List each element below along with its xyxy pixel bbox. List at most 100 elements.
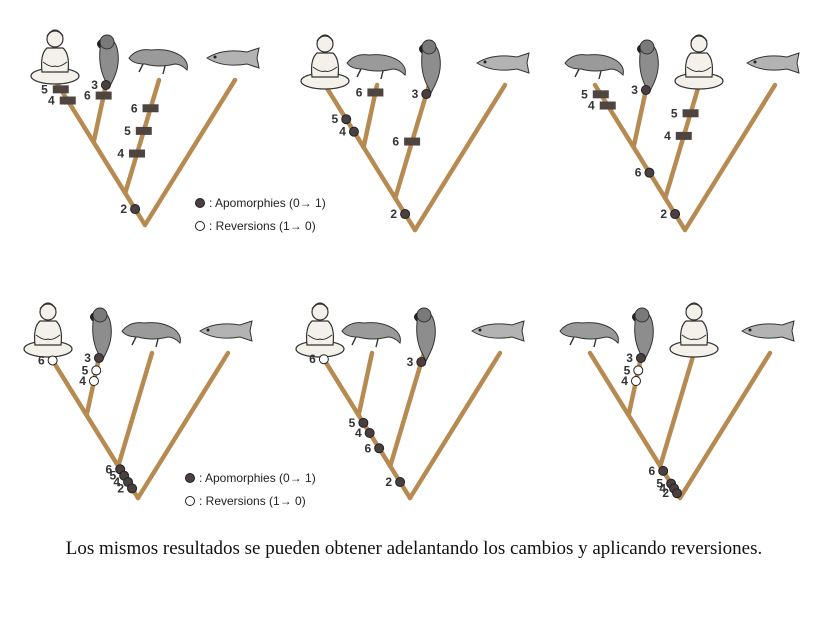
branch-taxon-1 (587, 350, 631, 418)
fish-icon (206, 47, 260, 69)
apomorphy-dot (341, 114, 352, 125)
apomorphy-dot (374, 443, 385, 454)
character-bar (367, 88, 384, 97)
fish-icon (741, 320, 795, 342)
parrot-icon (97, 34, 119, 90)
legend-apomorphies: : Apomorphies (0→ 1) (199, 471, 316, 485)
character-bar (95, 91, 112, 100)
character-bar (592, 90, 609, 99)
legend-reversions: : Reversions (1→ 0) (209, 219, 316, 233)
reversion-dot (47, 355, 58, 366)
character-label: 6 (105, 462, 112, 476)
character-bar (129, 149, 146, 158)
character-label: 3 (91, 78, 98, 92)
character-label: 4 (48, 94, 55, 108)
character-label: 6 (131, 101, 138, 115)
character-label: 4 (117, 147, 124, 161)
apomorphy-dot (348, 126, 359, 137)
cladogram-2: 6 6 3 54 2 (300, 34, 530, 233)
character-label: 5 (656, 477, 663, 491)
apomorphy-dot (93, 352, 104, 363)
parrot-icon (90, 307, 112, 363)
character-label: 4 (339, 125, 346, 139)
character-label: 6 (648, 464, 655, 478)
human-icon (295, 302, 345, 358)
character-label: 3 (407, 355, 414, 369)
apomorphy-dot (670, 209, 681, 220)
character-bar (599, 101, 616, 110)
lizard-icon (346, 54, 406, 80)
character-label: 4 (79, 374, 86, 388)
branch-internal (91, 139, 128, 196)
apomorphy-dot (421, 89, 432, 100)
character-label: 5 (332, 112, 339, 126)
character-label: 5 (349, 416, 356, 430)
character-label: 4 (659, 481, 666, 495)
character-label: 2 (390, 207, 397, 221)
legend-apomorphies: : Apomorphies (0→ 1) (209, 196, 326, 210)
apomorphy-dot (672, 488, 683, 499)
character-label: 6 (635, 166, 642, 180)
fish-icon (746, 52, 800, 74)
legend-reversions: : Reversions (1→ 0) (199, 494, 306, 508)
lizard-icon (564, 54, 624, 80)
character-label: 3 (626, 351, 633, 365)
branch-outgroup (142, 77, 238, 228)
figure-caption: Los mismos resultados se pueden obtener … (65, 538, 763, 559)
human-icon (30, 29, 80, 85)
branch-outgroup (407, 350, 503, 501)
character-label: 5 (41, 82, 48, 96)
character-bar (52, 85, 69, 94)
character-label: 2 (117, 481, 124, 495)
character-label: 2 (660, 207, 667, 221)
human-icon (674, 34, 724, 90)
branch-taxon-2 (631, 82, 650, 150)
character-label: 4 (588, 99, 595, 113)
character-label: 5 (671, 106, 678, 120)
legend-1: : Apomorphies (0→ 1) : Reversions (1→ 0) (195, 196, 326, 233)
branch-internal (361, 144, 398, 201)
character-label: 5 (124, 124, 131, 138)
apomorphy-dot (644, 167, 655, 178)
reversion-dot (88, 375, 99, 386)
parrot-icon (632, 307, 654, 363)
character-label: 6 (38, 353, 45, 367)
character-bar (404, 137, 421, 146)
apomorphy-dot (130, 204, 141, 215)
branch-taxon-3 (387, 350, 427, 469)
character-bar (142, 104, 159, 113)
apomorphy-key (195, 198, 205, 208)
character-label: 3 (412, 87, 419, 101)
character-label: 2 (120, 202, 127, 216)
character-label: 5 (109, 469, 116, 483)
lizard-icon (121, 322, 181, 348)
human-icon (300, 34, 350, 90)
character-bar (675, 131, 692, 140)
branch-outgroup (412, 82, 508, 233)
character-label: 6 (364, 441, 371, 455)
character-label: 4 (664, 129, 671, 143)
character-label: 4 (355, 426, 362, 440)
apomorphy-dot (400, 209, 411, 220)
character-label: 6 (392, 135, 399, 149)
reversion-key (185, 496, 195, 506)
character-label: 6 (356, 85, 363, 99)
lizard-icon (559, 322, 619, 348)
branch-outgroup (682, 82, 778, 233)
reversion-dot (630, 375, 641, 386)
character-label: 3 (631, 83, 638, 97)
reversion-dot (91, 365, 102, 376)
character-label: 5 (624, 363, 631, 377)
human-icon (669, 302, 719, 358)
character-label: 5 (82, 363, 89, 377)
branch-taxon-3 (122, 77, 162, 196)
apomorphy-dot (100, 79, 111, 90)
character-bar (135, 126, 152, 135)
character-label: 2 (662, 486, 669, 500)
character-label: 5 (581, 87, 588, 101)
